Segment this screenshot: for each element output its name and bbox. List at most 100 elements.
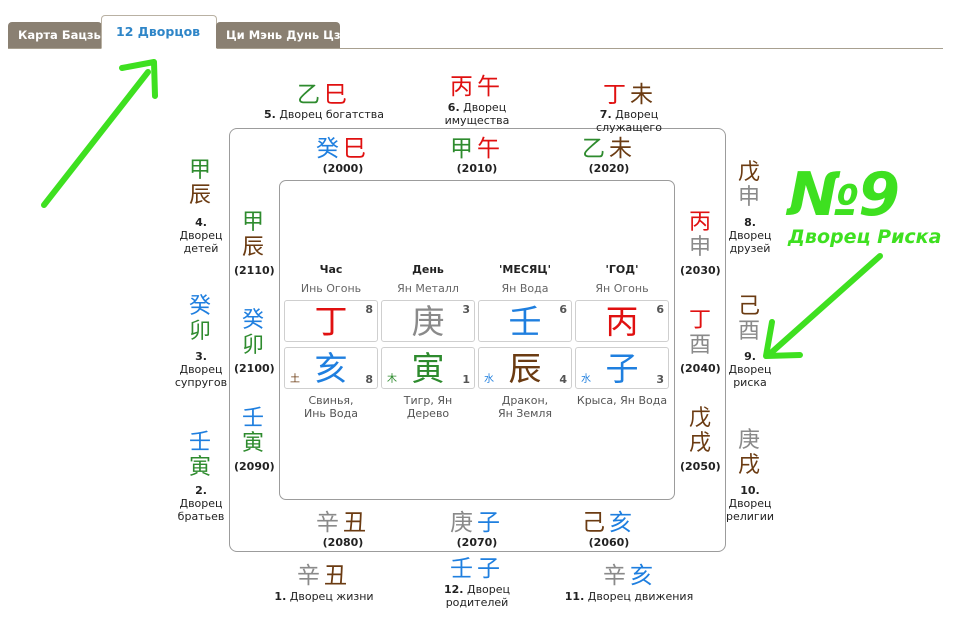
branch-char: 卯 [189, 319, 212, 344]
branch-char: 亥 [314, 349, 348, 388]
palace-5-chars: 乙 巳 [297, 82, 347, 108]
palace-3-chars: 癸 卯 [189, 294, 211, 344]
stem-char: 丁 [314, 302, 348, 341]
palace-9-chars: 己 酉 [738, 294, 760, 344]
pillar-month-branch-cell[interactable]: 辰 水 4 [478, 347, 572, 389]
pillar-day-desc: Тигр, Ян Дерево [403, 394, 453, 420]
hidden-element: 水 [581, 374, 591, 385]
palace-1-chars: 辛 丑 [297, 563, 347, 589]
palace-5-label: 5. Дворец богатства [263, 108, 384, 121]
stem-char: 辛 [316, 510, 339, 536]
tab-qi-men[interactable]: Ци Мэнь Дунь Цзя [216, 22, 348, 48]
stem-char: 壬 [450, 556, 473, 582]
branch-char: 未 [609, 136, 632, 162]
branch-char: 未 [630, 82, 653, 108]
luck-2060-year: (2060) [588, 536, 630, 549]
luck-2070-chars: 庚 子 [450, 510, 500, 536]
stem-char: 辛 [603, 563, 626, 589]
stem-char: 庚 [411, 302, 445, 341]
stem-char: 癸 [316, 136, 339, 162]
palace-2-chars: 壬 寅 [189, 430, 211, 480]
hidden-element: 水 [484, 374, 494, 385]
luck-2040-chars: 丁 酉 [689, 308, 711, 358]
arrow-to-palace-9-icon [763, 253, 883, 359]
luck-pillars-frame [229, 128, 726, 552]
branch-char: 辰 [189, 183, 212, 208]
stem-char: 癸 [189, 294, 212, 319]
stem-char: 甲 [189, 158, 212, 183]
stem-char: 丙 [450, 74, 473, 100]
annotation-text: Дворец Риска [788, 226, 942, 248]
pillar-month-header: 'МЕСЯЦ' [499, 263, 551, 276]
tab-12-palaces[interactable]: 12 Дворцов [101, 15, 217, 49]
luck-2040-year: (2040) [680, 362, 721, 375]
branch-char: 辰 [242, 235, 265, 260]
branch-char: 申 [738, 185, 761, 210]
hidden-element: 土 [290, 374, 300, 385]
stem-char: 己 [738, 294, 761, 319]
stem-char: 丙 [605, 302, 639, 341]
stem-char: 丁 [603, 82, 626, 108]
pillar-hour-branch-cell[interactable]: 亥 土 8 [284, 347, 378, 389]
branch-char: 子 [477, 556, 500, 582]
branch-char: 寅 [242, 431, 265, 456]
pillar-hour-header: Час [319, 263, 343, 276]
luck-2050-chars: 戊 戌 [689, 406, 711, 456]
branch-char: 子 [477, 510, 500, 536]
luck-2100-chars: 癸 卯 [242, 308, 264, 358]
stem-char: 乙 [582, 136, 605, 162]
branch-char: 午 [477, 74, 500, 100]
natal-chart-frame [279, 180, 675, 500]
branch-number: 4 [559, 373, 567, 386]
luck-2000-year: (2000) [322, 162, 364, 175]
luck-2080-year: (2080) [322, 536, 364, 549]
palace-11-label: 11. Дворец движения [564, 590, 694, 603]
luck-2060-chars: 己 亥 [582, 510, 632, 536]
stem-char: 壬 [242, 406, 265, 431]
pillar-hour-desc: Свинья,Инь Вода [303, 394, 359, 420]
tab-bazi-chart[interactable]: Карта Бацзы [8, 22, 104, 48]
tab-bar-divider [8, 48, 943, 49]
branch-char: 卯 [242, 333, 265, 358]
branch-char: 申 [689, 235, 712, 260]
stem-number: 6 [656, 303, 664, 316]
pillar-year-stem-cell[interactable]: 丙 6 [575, 300, 669, 342]
arrow-to-tab-icon [41, 59, 158, 208]
pillar-month-stem-cell[interactable]: 壬 6 [478, 300, 572, 342]
luck-2030-year: (2030) [680, 264, 721, 277]
stem-number: 6 [559, 303, 567, 316]
stem-char: 壬 [189, 430, 212, 455]
palace-12-chars: 壬 子 [450, 556, 500, 582]
luck-2050-year: (2050) [680, 460, 721, 473]
palace-10-chars: 庚 戌 [738, 428, 760, 478]
pillar-year-branch-cell[interactable]: 子 水 3 [575, 347, 669, 389]
stem-char: 壬 [508, 302, 542, 341]
pillar-hour-stem-cell[interactable]: 丁 8 [284, 300, 378, 342]
stem-number: 3 [462, 303, 470, 316]
branch-number: 3 [656, 373, 664, 386]
pillar-year-desc: Крыса, Ян Вода [576, 394, 668, 407]
luck-2090-chars: 壬 寅 [242, 406, 264, 456]
luck-2110-chars: 甲 辰 [242, 210, 264, 260]
luck-2020-chars: 乙 未 [582, 136, 632, 162]
pillar-day-stem-cell[interactable]: 庚 3 [381, 300, 475, 342]
branch-char: 丑 [324, 563, 347, 589]
pillar-year-stem-desc: Ян Огонь [595, 282, 649, 295]
pillar-day-header: День [412, 263, 444, 276]
stem-number: 8 [365, 303, 373, 316]
stem-char: 丁 [689, 308, 712, 333]
luck-2080-chars: 辛 丑 [316, 510, 366, 536]
branch-char: 亥 [609, 510, 632, 536]
branch-number: 8 [365, 373, 373, 386]
stem-char: 甲 [450, 136, 473, 162]
pillar-month-stem-desc: Ян Вода [501, 282, 549, 295]
stem-char: 戊 [689, 406, 712, 431]
luck-2100-year: (2100) [234, 362, 275, 375]
stem-char: 己 [582, 510, 605, 536]
pillar-day-branch-cell[interactable]: 寅 木 1 [381, 347, 475, 389]
pillar-hour-stem-desc: Инь Огонь [300, 282, 362, 295]
